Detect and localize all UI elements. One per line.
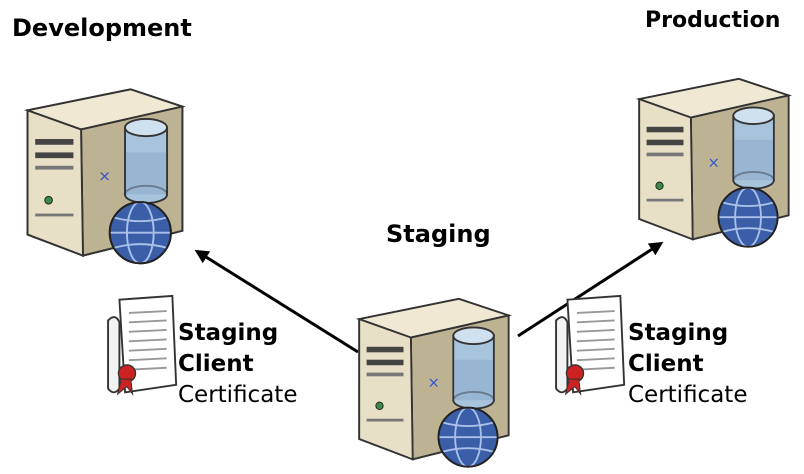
left-certificate-line1: Staging bbox=[178, 320, 279, 346]
right-certificate-icon bbox=[555, 294, 626, 396]
arrow-staging-to-development bbox=[194, 249, 359, 354]
staging-label: Staging bbox=[386, 220, 491, 248]
left-certificate-icon bbox=[107, 294, 178, 396]
right-certificate-caption: Staging Client Certificate bbox=[628, 318, 747, 411]
left-certificate-caption: Staging Client Certificate bbox=[178, 318, 297, 411]
production-server-icon bbox=[638, 77, 790, 248]
left-certificate-line2: Client bbox=[178, 351, 254, 377]
right-certificate-line1: Staging bbox=[628, 320, 729, 346]
development-server-icon bbox=[26, 88, 184, 265]
production-label: Production bbox=[645, 8, 781, 33]
right-certificate-line2: Client bbox=[628, 351, 704, 377]
arrow-staging-to-production bbox=[517, 241, 664, 338]
left-certificate-line3: Certificate bbox=[178, 382, 298, 408]
staging-server-icon bbox=[358, 297, 510, 468]
development-label: Development bbox=[12, 14, 192, 42]
right-certificate-line3: Certificate bbox=[628, 382, 748, 408]
